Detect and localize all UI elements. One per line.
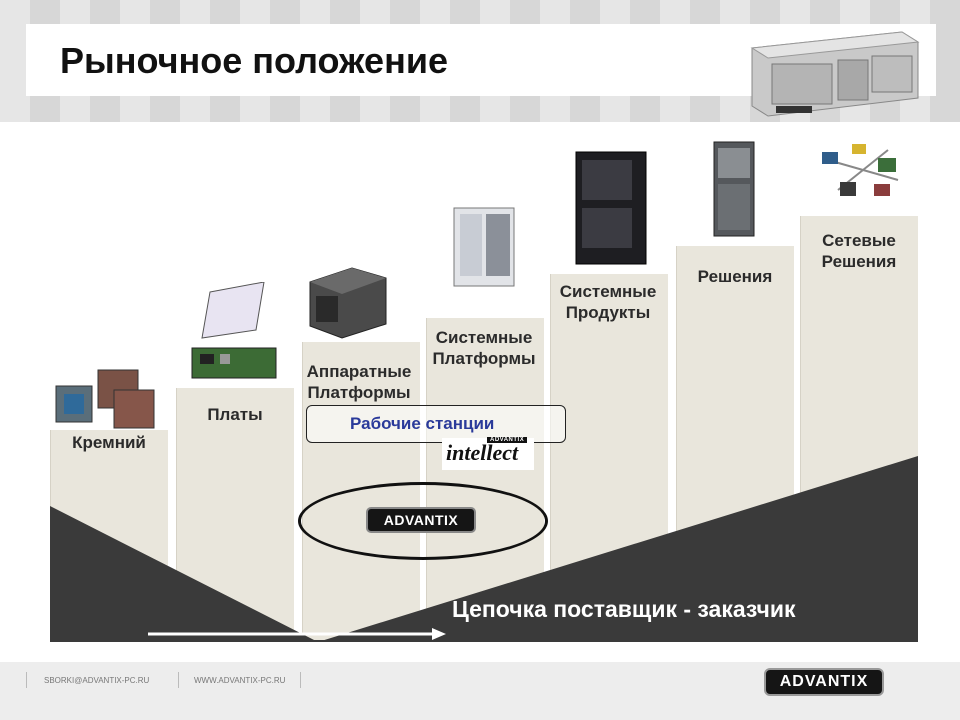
footer-logo-text: ADVANTIX xyxy=(779,673,869,690)
boards-image xyxy=(191,282,277,379)
server-rack-tall-image xyxy=(575,151,647,265)
label-hw-platforms: Аппаратные Платформы xyxy=(306,362,412,402)
label-network: Сетевые Решения xyxy=(821,231,897,271)
footer-email[interactable]: SBORKI@ADVANTIX-PC.RU xyxy=(44,676,150,685)
advantix-logo-text: ADVANTIX xyxy=(383,512,459,528)
cabinet-image xyxy=(713,141,755,237)
chain-arrow xyxy=(148,628,446,640)
chain-label: Цепочка поставщик - заказчик xyxy=(452,596,796,622)
page-title: Рыночное положение xyxy=(60,40,448,81)
platform-unit-image xyxy=(453,207,515,287)
workstations-label: Рабочие станции xyxy=(350,414,495,433)
label-solutions: Решения xyxy=(697,267,773,286)
label-sys-products: Системные Продукты xyxy=(559,282,657,322)
footer-divider xyxy=(300,672,301,688)
advantix-highlight-ellipse xyxy=(298,482,548,560)
intellect-logo-brand: ADVANTIX xyxy=(487,437,528,443)
chassis-image xyxy=(309,267,387,339)
intellect-logo xyxy=(442,438,534,470)
label-boards: Платы xyxy=(207,405,263,424)
workstations-box xyxy=(306,405,566,443)
footer-website[interactable]: WWW.ADVANTIX-PC.RU xyxy=(194,676,286,685)
network-diagram-image xyxy=(822,144,899,196)
server-rack-image xyxy=(750,31,920,117)
footer-divider xyxy=(26,672,27,688)
processor-chips-image xyxy=(55,369,155,429)
intellect-logo-word: intellect xyxy=(446,440,519,465)
footer-logo: ADVANTIX xyxy=(764,668,884,696)
advantix-logo: ADVANTIX xyxy=(366,507,476,533)
footer-divider xyxy=(178,672,179,688)
label-sys-platforms: Системные Платформы xyxy=(432,328,536,368)
label-silicon: Кремний xyxy=(72,433,146,452)
